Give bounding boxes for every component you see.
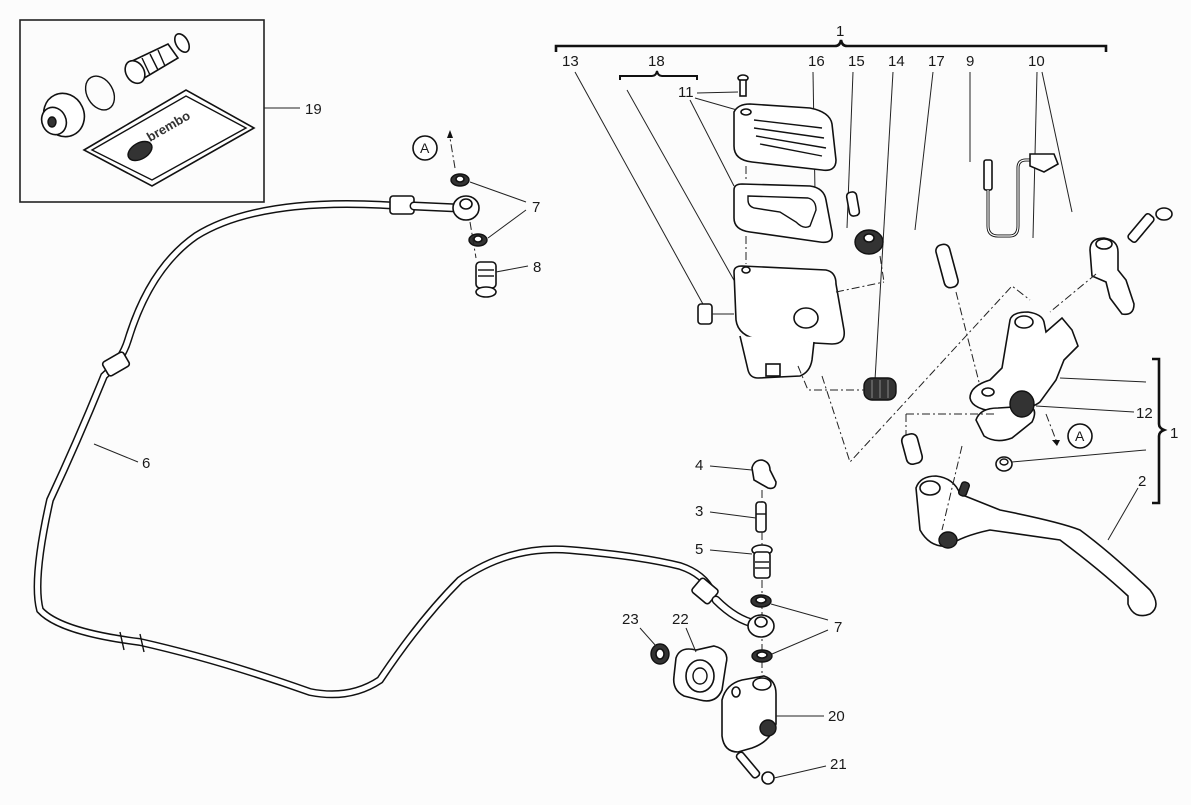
upper-banjo <box>447 130 497 298</box>
callout-7-lower: 7 <box>834 619 842 636</box>
clamp-10 <box>1089 237 1135 316</box>
callout-11: 11 <box>678 84 694 101</box>
kit-seal-cup <box>40 92 86 138</box>
reservoir-kit-brace: 18 <box>619 53 698 80</box>
callout-22: 22 <box>672 611 689 628</box>
callout-3: 3 <box>695 503 703 520</box>
lower-washers-7 <box>747 594 775 663</box>
callout-17: 17 <box>928 53 945 70</box>
callout-16: 16 <box>808 53 825 70</box>
bleed-cap-4 <box>751 459 777 490</box>
bleed-valve-3 <box>755 501 767 533</box>
reference-marker-lever: A <box>1075 428 1085 444</box>
callout-20: 20 <box>828 708 845 725</box>
slave-cylinder-20 <box>721 675 777 753</box>
callout-1-right: 1 <box>1170 425 1178 442</box>
reservoir-plug <box>697 303 734 325</box>
clamp-axis <box>1049 273 1097 313</box>
kit-circlip <box>84 75 116 111</box>
pivot-pin-17 <box>935 243 959 289</box>
lever-2 <box>915 475 1157 617</box>
callout-12: 12 <box>1136 405 1153 422</box>
bellows-14 <box>863 377 897 401</box>
callout-15: 15 <box>848 53 865 70</box>
assembly-brace-top: 1 <box>554 23 1108 52</box>
callout-8: 8 <box>533 259 541 276</box>
callout-10: 10 <box>1028 53 1045 70</box>
callout-1-top: 1 <box>836 23 844 40</box>
callout-2: 2 <box>1138 473 1146 490</box>
pin-16 <box>845 191 861 217</box>
callout-13: 13 <box>562 53 579 70</box>
reference-a-lever: A <box>1045 413 1093 449</box>
kit-card: brembo <box>82 89 256 187</box>
pivot-axis <box>955 291 981 387</box>
callout-5: 5 <box>695 541 703 558</box>
body-to-lever-axis <box>821 285 1031 463</box>
callout-7-upper: 7 <box>532 199 540 216</box>
reference-marker-hose: A <box>420 140 430 156</box>
callout-9: 9 <box>966 53 974 70</box>
clutch-hose-6 <box>33 195 761 699</box>
grommet-axis-2 <box>879 255 885 283</box>
callout-4: 4 <box>695 457 703 474</box>
reservoir-body <box>733 265 846 379</box>
callout-19: 19 <box>305 101 322 118</box>
callout-21: 21 <box>830 756 847 773</box>
callout-18: 18 <box>648 53 665 70</box>
callout-6: 6 <box>142 455 150 472</box>
reference-a-hose: A <box>412 135 438 161</box>
callout-14: 14 <box>888 53 905 70</box>
repair-kit-inset: brembo 19 <box>19 19 322 203</box>
grommet-15 <box>854 229 884 255</box>
assembly-brace-right: 1 12 2 <box>1011 357 1178 541</box>
grommet-axis <box>835 281 885 293</box>
reservoir-cover-screw <box>737 74 749 97</box>
reservoir-diaphragm <box>733 183 834 244</box>
banjo-bolt-5 <box>751 544 773 579</box>
lever-pin-axis <box>941 445 963 531</box>
callout-23: 23 <box>622 611 639 628</box>
screw-21 <box>735 751 775 785</box>
spacer-22 <box>672 645 728 702</box>
clamp-screw-10 <box>1127 207 1173 244</box>
kit-piston <box>124 33 191 85</box>
seal-23 <box>650 643 670 665</box>
clutch-switch-9 <box>983 153 1060 238</box>
nut <box>995 456 1013 472</box>
bushing <box>900 432 924 466</box>
reservoir-cover <box>733 103 837 172</box>
master-cylinder-body <box>969 311 1079 442</box>
